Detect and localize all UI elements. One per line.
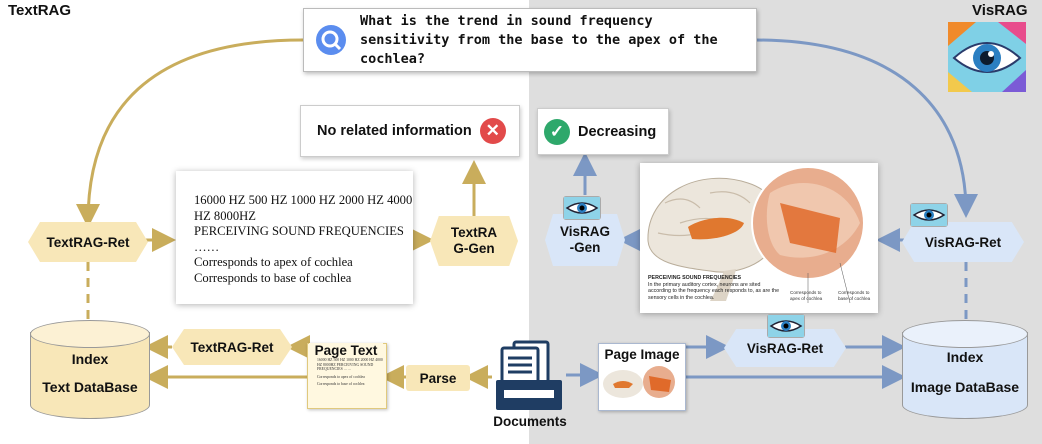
arrow-query-to-visrag-ret xyxy=(754,38,978,218)
figure-apex-note: Corresponds to apex of cochlea xyxy=(790,290,823,301)
page-text-mini: 16000 HZ 500 HZ 1000 HZ 2000 HZ 4000 HZ … xyxy=(317,358,383,372)
visrag-title: VisRAG xyxy=(972,2,1028,19)
text-line: Corresponds to base of cochlea xyxy=(194,270,352,285)
page-image-tile: Page Image xyxy=(598,343,686,411)
retrieved-text-box: 16000 HZ 500 HZ 1000 HZ 2000 HZ 4000 HZ … xyxy=(176,171,413,304)
page-text-mini-apex: Corresponds to apex of cochlea xyxy=(317,374,365,379)
figure-caption-title: PERCEIVING SOUND FREQUENCIES xyxy=(648,275,742,281)
visrag-ret-bottom-eye-icon xyxy=(767,314,805,338)
text-database-name: Text DataBase xyxy=(42,379,138,395)
arrow-query-to-textrag-ret xyxy=(76,38,304,228)
page-image-thumbnail xyxy=(603,366,675,398)
textrag-generator-label: TextRAG-Gen xyxy=(450,225,498,256)
image-database-index: Index xyxy=(946,349,984,365)
page-text-mini-base: Corresponds to base of cochlea xyxy=(317,382,365,387)
visrag-retriever-bottom: VisRAG-Ret xyxy=(724,329,846,367)
text-database-index: Index xyxy=(71,351,109,367)
textrag-retriever-top: TextRAG-Ret xyxy=(28,222,148,262)
documents-icon xyxy=(492,340,566,412)
eye-icon xyxy=(948,22,1026,92)
page-image-label: Page Image xyxy=(604,347,680,362)
textrag-title: TextRAG xyxy=(8,2,72,19)
text-line: HZ 8000HZ xyxy=(194,208,256,223)
brain-cochlea-illustration xyxy=(647,166,865,304)
text-line: PERCEIVING SOUND FREQUENCIES xyxy=(194,224,404,238)
image-database-name: Image DataBase xyxy=(910,379,1020,395)
textrag-generator: TextRAG-Gen xyxy=(430,216,518,266)
text-line: 16000 HZ 500 HZ 1000 HZ 2000 HZ 4000 xyxy=(194,193,413,207)
page-text-label: Page Text xyxy=(309,343,383,358)
image-database-top xyxy=(902,320,1028,348)
textrag-answer: No related information xyxy=(317,123,472,139)
figure-caption-body: In the primary auditory cortex, neurons … xyxy=(648,281,780,301)
figure-base-note: Corresponds to base of cochlea xyxy=(838,290,871,301)
visrag-retriever-top: VisRAG-Ret xyxy=(902,222,1024,262)
documents-label: Documents xyxy=(493,414,567,429)
text-line: …… xyxy=(194,239,220,254)
query-box: What is the trend in sound frequency sen… xyxy=(303,8,757,72)
visrag-generator-label: VisRAG-Gen xyxy=(559,224,611,255)
text-line: Corresponds to apex of cochlea xyxy=(194,255,353,269)
visrag-ret-eye-icon xyxy=(910,203,948,227)
checkmark-icon: ✓ xyxy=(544,118,570,145)
search-icon xyxy=(316,25,346,55)
parse-step: Parse xyxy=(406,365,470,391)
text-database-top xyxy=(30,320,150,348)
figure-caption: PERCEIVING SOUND FREQUENCIES In the prim… xyxy=(648,275,783,301)
visrag-eye-logo xyxy=(948,22,1026,92)
retrieved-page-image: PERCEIVING SOUND FREQUENCIES In the prim… xyxy=(640,163,878,313)
visrag-answer: Decreasing xyxy=(578,123,657,140)
query-text: What is the trend in sound frequency sen… xyxy=(360,12,718,67)
visrag-gen-eye-icon xyxy=(563,196,601,220)
textrag-answer-box: No related information ✕ xyxy=(300,105,520,157)
visrag-answer-box: ✓ Decreasing xyxy=(537,108,669,155)
error-x-icon: ✕ xyxy=(479,118,506,144)
visrag-generator: VisRAG-Gen xyxy=(545,214,625,266)
textrag-retriever-bottom: TextRAG-Ret xyxy=(172,329,292,365)
